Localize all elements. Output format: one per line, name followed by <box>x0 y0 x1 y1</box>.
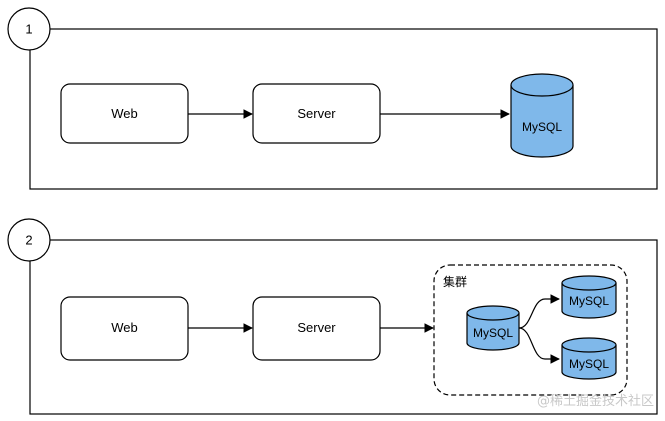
server-label-2: Server <box>297 320 336 335</box>
mysql-replica-bottom-label: MySQL <box>569 357 609 371</box>
web-box-2: Web <box>60 296 189 361</box>
number-2-label: 2 <box>25 233 32 248</box>
cluster-boundary <box>433 264 628 396</box>
panel-1 <box>29 28 658 190</box>
cluster-label: 集群 <box>443 274 467 289</box>
replication-arrow-bottom <box>518 327 560 364</box>
web-label-1: Web <box>111 106 138 121</box>
web-box-1: Web <box>60 83 189 144</box>
panel-2 <box>29 239 658 415</box>
server-box-2: Server <box>252 296 381 361</box>
server-label-1: Server <box>297 106 336 121</box>
web-label-2: Web <box>111 320 138 335</box>
mysql-replica-top-label: MySQL <box>569 294 609 308</box>
mysql-primary-cylinder: MySQL <box>466 305 520 351</box>
number-1-label: 1 <box>25 22 32 37</box>
number-badge-2: 2 <box>7 218 51 262</box>
mysql-replica-top-cylinder: MySQL <box>561 275 617 319</box>
mysql-cylinder-1: MySQL <box>510 73 574 158</box>
cluster-group: 集群 MySQL MySQL MySQL <box>433 264 628 396</box>
server-box-1: Server <box>252 83 381 144</box>
replication-arrow-top <box>518 294 560 329</box>
mysql-primary-label: MySQL <box>473 326 513 340</box>
mysql-label-1: MySQL <box>522 120 562 134</box>
watermark-text: @稀土掘金技术社区 <box>537 393 654 409</box>
mysql-replica-bottom-cylinder: MySQL <box>561 337 617 380</box>
number-badge-1: 1 <box>7 7 51 51</box>
